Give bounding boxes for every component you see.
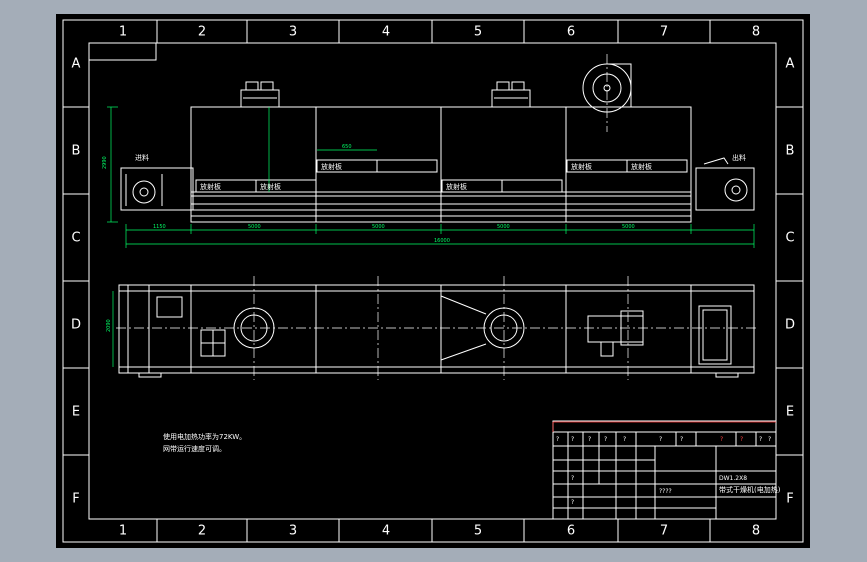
zone-col-3-bottom: 3 — [289, 524, 297, 539]
zone-row-a-left: A — [72, 57, 81, 72]
dimension-lines — [107, 106, 755, 367]
zone-col-6-top: 6 — [567, 25, 575, 40]
tb-cell-2: ? — [571, 499, 574, 506]
zone-col-1-top: 1 — [119, 25, 127, 40]
tb-cell-1: ? — [571, 475, 574, 482]
zone-row-a-right: A — [786, 57, 795, 72]
drawing-title: 带式干燥机(电加热) — [719, 485, 781, 494]
section-label-c: 放射板 — [321, 162, 342, 171]
section-label-b: 放射板 — [260, 182, 281, 191]
zone-col-2-bottom: 2 — [198, 524, 206, 539]
zone-col-5-bottom: 5 — [474, 524, 482, 539]
zone-row-d-right: D — [785, 318, 795, 333]
inlet-label: 进料 — [135, 153, 149, 162]
tb-mark-3: ? — [604, 436, 607, 443]
zone-row-c-right: C — [785, 231, 794, 246]
tb-mark-8: ? — [740, 436, 743, 443]
tb-mark-9: ? — [759, 436, 762, 443]
tb-mark-1: ? — [571, 436, 574, 443]
dim-5000-b: 5000 — [372, 224, 385, 230]
drawing-sheet: 1 2 3 4 5 6 7 8 1 2 3 4 5 6 7 8 A B C D … — [56, 14, 810, 548]
zone-col-4-bottom: 4 — [382, 524, 390, 539]
zone-row-b-left: B — [72, 144, 81, 159]
tb-mark-7: ? — [720, 436, 723, 443]
zone-row-c-left: C — [71, 231, 80, 246]
zone-col-3-top: 3 — [289, 25, 297, 40]
note-line-1: 使用电加热功率为72KW。 — [163, 432, 246, 441]
zone-ticks — [63, 20, 803, 542]
tb-mark-6: ? — [680, 436, 683, 443]
dim-side: 2090 — [106, 319, 112, 332]
corner-notch — [89, 43, 157, 61]
zone-col-2-top: 2 — [198, 25, 206, 40]
zone-row-d-left: D — [71, 318, 81, 333]
section-label-a: 放射板 — [200, 182, 221, 191]
zone-col-5-top: 5 — [474, 25, 482, 40]
dim-5000-a: 5000 — [248, 224, 261, 230]
zone-labels: 1 2 3 4 5 6 7 8 1 2 3 4 5 6 7 8 A B C D … — [71, 25, 795, 539]
tb-mark-0: ? — [556, 436, 559, 443]
dim-total: 16000 — [434, 238, 450, 244]
zone-col-7-top: 7 — [660, 25, 668, 40]
zone-col-4-top: 4 — [382, 25, 390, 40]
zone-col-7-bottom: 7 — [660, 524, 668, 539]
blower-1 — [240, 81, 280, 108]
outlet-label: 出料 — [732, 153, 746, 162]
zone-col-8-top: 8 — [752, 25, 760, 40]
section-label-e: 放射板 — [571, 162, 592, 171]
dim-height: 2990 — [102, 156, 108, 169]
section-label-f: 放射板 — [631, 162, 652, 171]
zone-row-f-right: F — [786, 492, 793, 507]
dash-centerlines — [116, 54, 756, 380]
blower-2 — [491, 81, 531, 108]
dim-5000-d: 5000 — [622, 224, 635, 230]
zone-col-6-bottom: 6 — [567, 524, 575, 539]
tb-mark-5: ? — [659, 436, 662, 443]
drawing-number: DW1.2X8 — [719, 475, 747, 482]
tb-mark-10: ? — [768, 436, 771, 443]
zone-row-e-left: E — [72, 405, 80, 420]
cad-drawing: 1 2 3 4 5 6 7 8 1 2 3 4 5 6 7 8 A B C D … — [62, 19, 804, 543]
note-line-2: 网带运行速度可调。 — [163, 444, 226, 453]
outer-frame — [62, 19, 804, 543]
dim-5000-c: 5000 — [497, 224, 510, 230]
zone-col-8-bottom: 8 — [752, 524, 760, 539]
centerlines — [552, 421, 776, 432]
zone-row-b-right: B — [786, 144, 795, 159]
tb-mark-4: ? — [623, 436, 626, 443]
dim-650: 650 — [342, 144, 352, 150]
top-view — [118, 284, 755, 378]
section-label-d: 放射板 — [446, 182, 467, 191]
tb-mark-2: ? — [588, 436, 591, 443]
zone-row-f-left: F — [72, 492, 79, 507]
front-view — [120, 63, 755, 223]
dim-1150: 1150 — [153, 224, 166, 230]
zone-row-e-right: E — [786, 405, 794, 420]
title-block — [552, 420, 777, 520]
zone-col-1-bottom: 1 — [119, 524, 127, 539]
tb-cell-0: ???? — [659, 488, 672, 495]
